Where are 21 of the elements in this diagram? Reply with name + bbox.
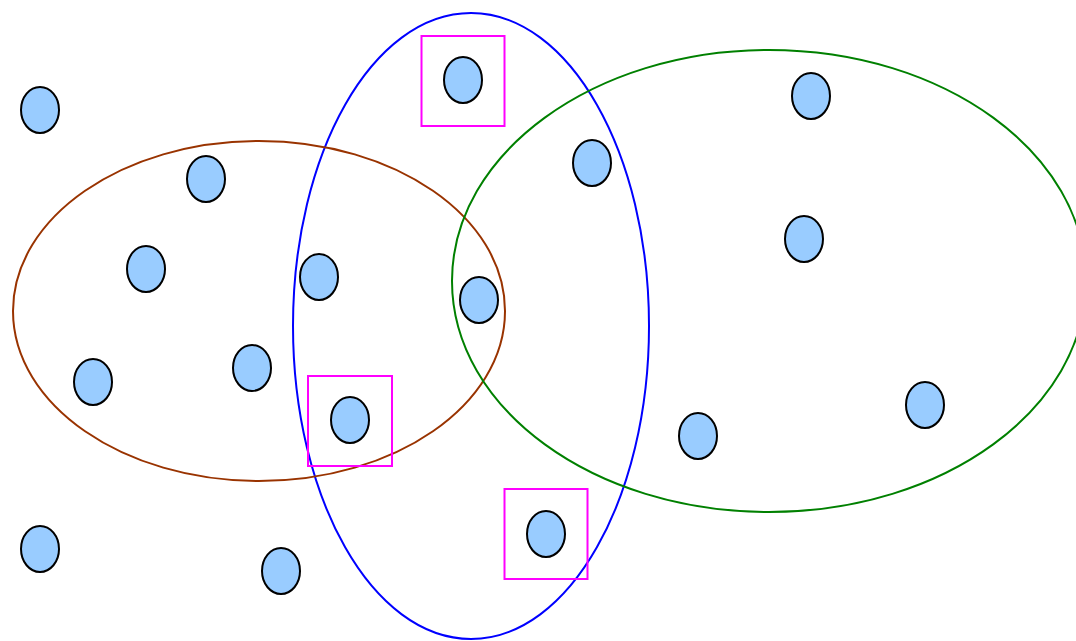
point-circle (526, 510, 566, 558)
set-ellipse (292, 12, 650, 640)
point-circle (261, 547, 301, 595)
point-circle (20, 86, 60, 134)
point-circle (459, 276, 499, 324)
point-circle (678, 412, 718, 460)
point-circle (905, 381, 945, 429)
point-circle (784, 215, 824, 263)
point-circle (572, 139, 612, 187)
point-circle (186, 155, 226, 203)
highlight-square (307, 375, 393, 467)
point-circle (126, 245, 166, 293)
point-circle (20, 525, 60, 573)
set-ellipse (12, 140, 506, 482)
point-circle (330, 396, 370, 444)
point-circle (443, 56, 483, 104)
point-circle (232, 344, 272, 392)
point-circle (73, 358, 113, 406)
highlight-square (420, 35, 506, 127)
point-circle (791, 72, 831, 120)
point-circle (299, 253, 339, 301)
